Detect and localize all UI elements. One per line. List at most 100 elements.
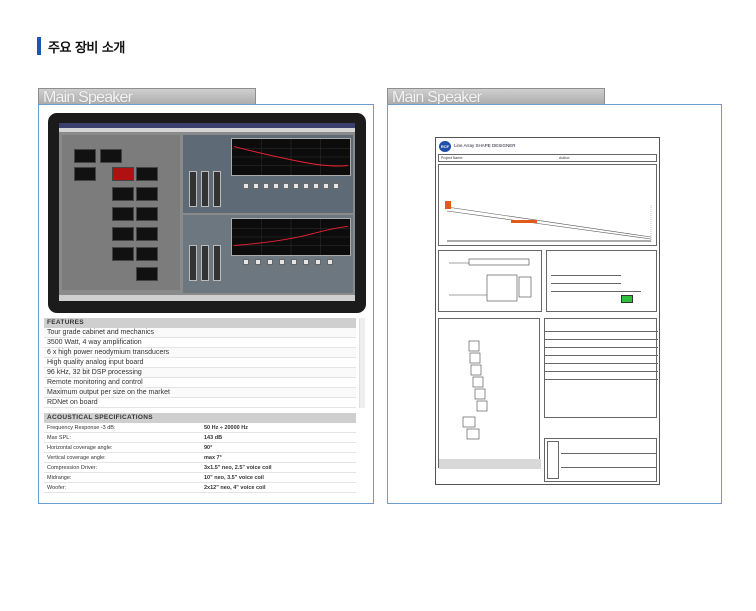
feature-item: Tour grade cabinet and mechanics xyxy=(44,328,356,338)
certificate-block xyxy=(544,438,657,482)
screen-button xyxy=(333,183,339,189)
spec-label: Woofer: xyxy=(47,485,67,491)
feature-item: Remote monitoring and control xyxy=(44,378,356,388)
device-block-selected xyxy=(112,167,134,181)
feature-item: 6 x high power neodymium transducers xyxy=(44,348,356,358)
screen-statusbar xyxy=(59,295,355,301)
array-table xyxy=(544,318,658,418)
section-heading: 주요 장비 소개 xyxy=(37,37,125,56)
author-label: Author: xyxy=(559,156,571,160)
spec-row: Compression Driver: 3x1.5" neo, 2.5" voi… xyxy=(44,463,356,473)
screen-button xyxy=(243,259,249,265)
specs-heading: ACOUSTICAL SPECIFICATIONS xyxy=(44,413,356,423)
screen-button xyxy=(323,183,329,189)
features-scrollbar[interactable] xyxy=(359,318,365,408)
screen-button xyxy=(291,259,297,265)
rcf-logo: RCF xyxy=(439,141,451,152)
status-indicator xyxy=(621,295,633,303)
device-block xyxy=(112,227,134,241)
spec-value: 90° xyxy=(204,445,213,451)
spec-row: Max SPL: 143 dB xyxy=(44,433,356,443)
project-row: Project Name: Author: xyxy=(438,154,657,162)
device-block xyxy=(74,167,96,181)
install-options xyxy=(546,250,657,312)
feature-item: RDNet on board xyxy=(44,398,356,408)
coverage-diagram xyxy=(438,164,657,246)
device-block xyxy=(136,187,158,201)
screen-button xyxy=(303,259,309,265)
heading-accent-bar xyxy=(37,37,41,55)
spec-label: Midrange: xyxy=(47,475,72,481)
fader xyxy=(213,171,221,207)
device-block xyxy=(136,247,158,261)
spec-row: Woofer: 2x12" neo, 4" voice coil xyxy=(44,483,356,493)
screen-eq-window xyxy=(183,135,353,213)
screen-titlebar xyxy=(59,123,355,128)
right-panel-tab: Main Speaker xyxy=(387,88,605,106)
spec-value: max 7° xyxy=(204,455,222,461)
spec-label: Compression Driver: xyxy=(47,465,98,471)
feature-item: 96 kHz, 32 bit DSP processing xyxy=(44,368,356,378)
spec-value: 143 dB xyxy=(204,435,223,441)
feature-item: High quality analog input board xyxy=(44,358,356,368)
rigging-drawing xyxy=(438,250,542,312)
eq-graph-2 xyxy=(231,218,351,256)
screen-button xyxy=(273,183,279,189)
spec-row: Frequency Response -3 dB: 50 Hz ÷ 20000 … xyxy=(44,423,356,433)
device-block xyxy=(112,207,134,221)
screen-button xyxy=(267,259,273,265)
software-screenshot xyxy=(59,123,355,301)
spec-value: 2x12" neo, 4" voice coil xyxy=(204,485,266,491)
screen-button xyxy=(253,183,259,189)
audience-marker xyxy=(511,220,537,223)
screen-button xyxy=(327,259,333,265)
feature-item: Maximum output per size on the market xyxy=(44,388,356,398)
features-heading: FEATURES xyxy=(44,318,356,328)
shape-designer-document: RCF Line Array SHAPE DESIGNER Project Na… xyxy=(435,137,660,485)
project-label: Project Name: xyxy=(441,156,464,160)
left-panel: FEATURES Tour grade cabinet and mechanic… xyxy=(38,104,374,504)
spec-label: Horizontal coverage angle: xyxy=(47,445,113,451)
device-block xyxy=(136,227,158,241)
fader xyxy=(213,245,221,281)
spec-label: Vertical coverage angle: xyxy=(47,455,106,461)
eq-graph xyxy=(231,138,351,176)
screen-eq-window-2 xyxy=(183,215,353,293)
spec-label: Frequency Response -3 dB: xyxy=(47,425,116,431)
feature-item: 3500 Watt, 4 way amplification xyxy=(44,338,356,348)
spec-value: 10" neo, 3.5" voice coil xyxy=(204,475,264,481)
heading-text: 주요 장비 소개 xyxy=(48,40,125,56)
doc-title-bar: RCF Line Array SHAPE DESIGNER xyxy=(439,141,657,152)
fader xyxy=(201,171,209,207)
spec-value: 3x1.5" neo, 2.5" voice coil xyxy=(204,465,272,471)
spec-row: Vertical coverage angle: max 7° xyxy=(44,453,356,463)
screen-button xyxy=(255,259,261,265)
spec-value: 50 Hz ÷ 20000 Hz xyxy=(204,425,248,431)
screen-button xyxy=(243,183,249,189)
screen-button xyxy=(263,183,269,189)
screen-button xyxy=(303,183,309,189)
screen-device-pane xyxy=(62,135,180,290)
array-side-view xyxy=(438,318,541,469)
coverage-svg xyxy=(445,201,652,243)
device-block xyxy=(112,247,134,261)
screen-button xyxy=(283,183,289,189)
monitor-image xyxy=(48,113,366,313)
device-block xyxy=(136,267,158,281)
device-block xyxy=(100,149,122,163)
left-panel-tab: Main Speaker xyxy=(38,88,256,106)
screen-menubar xyxy=(59,128,355,132)
screen-button xyxy=(279,259,285,265)
screen-button xyxy=(293,183,299,189)
fader xyxy=(189,245,197,281)
spec-row: Midrange: 10" neo, 3.5" voice coil xyxy=(44,473,356,483)
screen-button xyxy=(313,183,319,189)
device-block xyxy=(74,149,96,163)
device-block xyxy=(112,187,134,201)
spec-label: Max SPL: xyxy=(47,435,71,441)
doc-title: Line Array SHAPE DESIGNER xyxy=(454,143,516,148)
device-block xyxy=(136,207,158,221)
device-block xyxy=(136,167,158,181)
fader xyxy=(189,171,197,207)
screen-button xyxy=(315,259,321,265)
